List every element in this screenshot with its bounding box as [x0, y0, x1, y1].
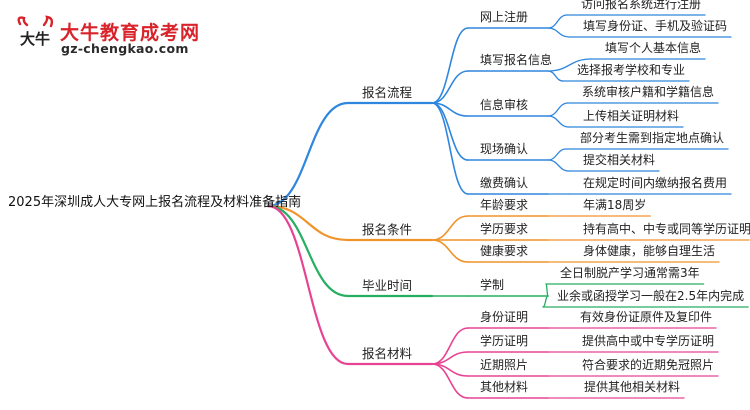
leaf-link-0-1-0: [547, 58, 592, 72]
leaf-0-0-1[interactable]: 填写身份证、手机及验证码: [583, 19, 728, 33]
leaf-2-0-0[interactable]: 全日制脱产学习通常需3年: [560, 266, 700, 280]
topic-0-1[interactable]: 填写报名信息: [480, 53, 553, 67]
leaf-3-2-0[interactable]: 符合要求的近期免冠照片: [582, 358, 715, 372]
topic-1-1[interactable]: 学历要求: [480, 222, 529, 236]
branch-link-2: [266, 204, 350, 298]
leaf-3-3-0[interactable]: 提供其他相关材料: [584, 380, 681, 394]
branch-link-1: [266, 204, 350, 242]
topic-link-1-0: [431, 215, 469, 241]
leaf-0-3-1[interactable]: 提交相关材料: [583, 153, 656, 167]
site-logo[interactable]: 大牛 大牛教育成考网 gz-chengkao.com: [14, 14, 244, 58]
topic-0-4[interactable]: 缴费确认: [480, 176, 529, 190]
branch-3[interactable]: 报名材料: [362, 346, 413, 361]
leaf-0-1-1[interactable]: 选择报考学校和专业: [577, 63, 686, 77]
topic-0-3[interactable]: 现场确认: [480, 142, 529, 156]
leaf-link-0-3-0: [547, 148, 567, 161]
leaf-1-0-0[interactable]: 年满18周岁: [583, 198, 647, 212]
leaf-3-0-0[interactable]: 有效身份证原件及复印件: [580, 310, 713, 324]
bull-logo-icon: 大牛: [17, 15, 54, 48]
leaf-link-0-0-0: [547, 14, 568, 29]
topic-link-0-1: [431, 70, 469, 104]
leaf-0-2-1[interactable]: 上传相关证明材料: [583, 109, 680, 123]
logo-url: gz-chengkao.com: [61, 41, 189, 56]
topic-link-1-2: [431, 239, 469, 263]
topic-1-2[interactable]: 健康要求: [480, 244, 529, 258]
leaf-link-0-3-1: [547, 159, 570, 172]
leaf-0-0-0[interactable]: 访问报名系统进行注册: [581, 0, 702, 11]
branch-0[interactable]: 报名流程: [362, 85, 413, 100]
leaf-0-3-0[interactable]: 部分考生需到指定地点确认: [580, 131, 725, 145]
leaf-link-2-0-1: [542, 295, 549, 308]
topic-3-3[interactable]: 其他材料: [480, 380, 529, 394]
topic-0-2[interactable]: 信息审核: [480, 98, 529, 112]
topic-link-3-3: [431, 363, 469, 399]
topic-2-0[interactable]: 学制: [480, 278, 505, 292]
branch-link-3: [266, 204, 350, 366]
leaf-0-1-0[interactable]: 填写个人基本信息: [605, 41, 702, 55]
logo-title: 大牛教育成考网: [60, 22, 201, 44]
topic-3-2[interactable]: 近期照片: [480, 358, 529, 372]
branch-1[interactable]: 报名条件: [362, 222, 413, 237]
logo-mark-text: 大牛: [20, 30, 50, 48]
leaf-1-1-0[interactable]: 持有高中、中专或同等学历证明: [583, 222, 750, 236]
leaf-link-0-2-0: [547, 102, 569, 117]
leaf-0-4-0[interactable]: 在规定时间内缴纳报名费用: [583, 176, 728, 190]
leaf-0-2-0[interactable]: 系统审核户籍和学籍信息: [582, 85, 715, 99]
leaf-link-0-0-1: [547, 27, 570, 38]
topic-link-0-4: [431, 102, 469, 195]
leaf-link-0-1-1: [547, 70, 564, 82]
topic-3-1[interactable]: 学历证明: [480, 334, 529, 348]
root-node[interactable]: 2025年深圳成人大专网上报名流程及材料准备指南: [8, 195, 302, 210]
leaf-2-0-1[interactable]: 业余或函授学习一般在2.5年内完成: [557, 289, 745, 303]
leaf-1-2-0[interactable]: 身体健康，能够自理生活: [583, 244, 716, 258]
branch-link-0: [266, 101, 350, 208]
leaf-link-2-0-0: [545, 283, 549, 297]
branch-2[interactable]: 毕业时间: [362, 278, 413, 293]
topic-3-0[interactable]: 身份证明: [480, 310, 529, 324]
topic-link-0-0: [431, 27, 469, 104]
leaf-link-0-2-1: [547, 115, 570, 128]
topic-1-0[interactable]: 年龄要求: [480, 198, 529, 212]
topic-0-0[interactable]: 网上注册: [480, 10, 529, 24]
leaf-3-1-0[interactable]: 提供高中或中专学历证明: [582, 334, 715, 348]
